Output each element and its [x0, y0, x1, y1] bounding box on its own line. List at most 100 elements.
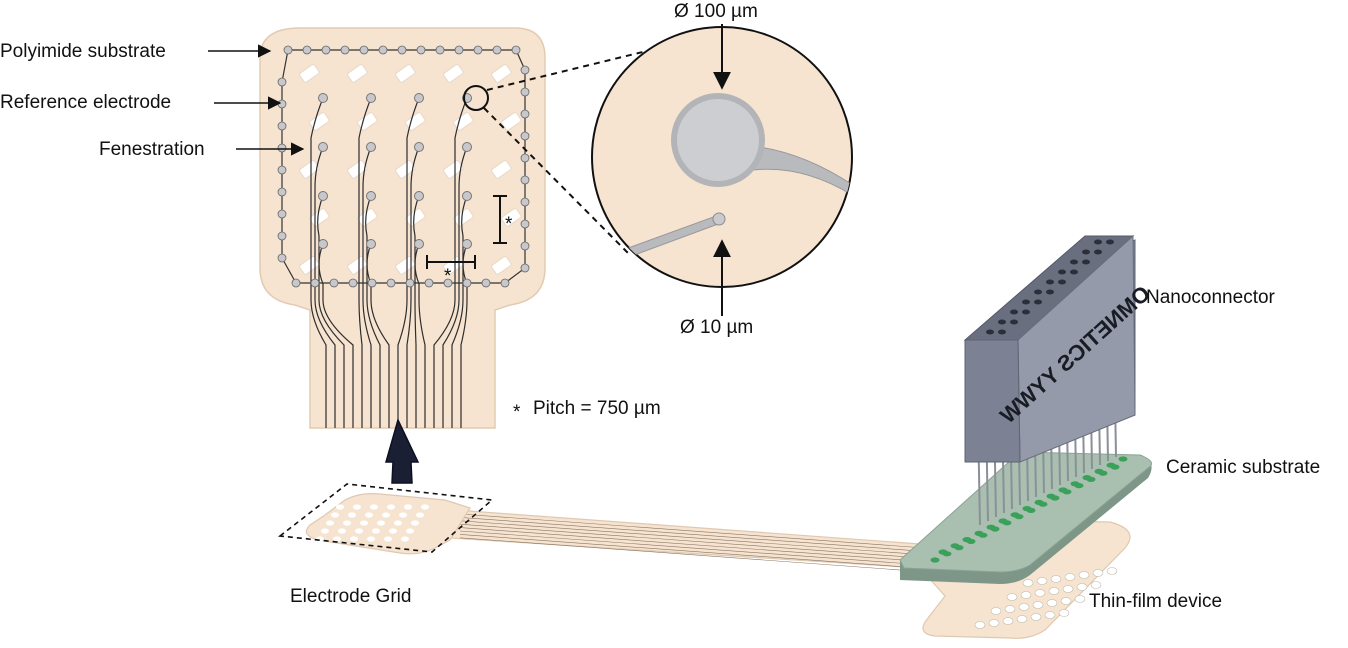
connector-pad-hole: [1064, 573, 1076, 581]
grid-hole: [370, 504, 378, 510]
reference-electrode-site: [277, 187, 287, 197]
grid-hole: [372, 528, 380, 534]
connector-pad-hole: [990, 607, 1002, 615]
connector-pad-hole: [1078, 571, 1090, 579]
large-electrode-trace: [739, 144, 852, 201]
grid-hole: [360, 520, 368, 526]
electrode-zoom-view: [591, 26, 853, 288]
up-arrow: [385, 417, 420, 484]
electrode-trace: [433, 97, 468, 428]
ceramic-pad: [1034, 499, 1044, 505]
reference-electrode-site: [492, 45, 502, 55]
reference-electrode-site: [416, 45, 426, 55]
connector-socket: [1082, 259, 1090, 265]
recording-electrodes: [318, 93, 472, 249]
fenestration-slot: [491, 160, 512, 179]
pitch-star-vertical: *: [505, 214, 513, 235]
reference-electrode-site: [277, 77, 287, 87]
grid-hole: [416, 512, 424, 518]
highlighted-electrode-circle: [463, 85, 489, 111]
ribbon-trace: [459, 520, 926, 556]
connector-pad-hole: [974, 621, 986, 629]
connector-socket: [998, 319, 1006, 325]
label-diameter-100: Ø 100 µm: [674, 1, 758, 22]
connector-socket: [1010, 309, 1018, 315]
pitch-marker-horizontal: [426, 255, 476, 269]
reference-electrode-site: [511, 45, 521, 55]
reference-electrode-site: [277, 165, 287, 175]
connector-socket: [1046, 279, 1054, 285]
ceramic-pad: [1070, 481, 1080, 487]
reference-electrode-site: [277, 231, 287, 241]
ceramic-pad: [1058, 487, 1068, 493]
fenestration-slot: [491, 64, 512, 83]
ribbon-trace: [459, 530, 926, 566]
connector-pad-hole: [1060, 597, 1072, 605]
grid-hole: [382, 512, 390, 518]
connector-pad-hole: [1076, 583, 1088, 591]
reference-electrode-site: [424, 278, 434, 288]
electrode-trace: [451, 195, 468, 428]
electrode-trace: [314, 146, 336, 428]
reference-electrode-site: [359, 45, 369, 55]
label-diameter-10: Ø 10 µm: [680, 317, 753, 338]
grid-hole: [399, 512, 407, 518]
fenestration-slot: [395, 256, 416, 275]
reference-electrode-site: [500, 278, 510, 288]
electrode-trace: [365, 195, 381, 428]
grid-hole: [411, 520, 419, 526]
reference-electrode-site: [405, 278, 415, 288]
fenestration-slot: [443, 64, 464, 83]
grid-hole: [384, 536, 392, 542]
connector-socket: [1034, 299, 1042, 305]
reference-electrode-site: [520, 153, 530, 163]
connector-pad-hole: [1062, 585, 1074, 593]
label-polyimide-substrate: Polyimide substrate: [0, 41, 166, 62]
pitch-note: Pitch = 750 µm: [533, 398, 661, 419]
connector-pad-hole: [1020, 591, 1032, 599]
electrode-grid-closeup: * *: [259, 27, 546, 429]
grid-hole: [367, 536, 375, 542]
connector-pad-hole: [1018, 603, 1030, 611]
recording-electrode: [462, 239, 472, 249]
fenestration-slot: [347, 64, 368, 83]
connector-pad-hole: [1048, 587, 1060, 595]
connector-socket: [1070, 259, 1078, 265]
ceramic-pad: [1046, 493, 1056, 499]
reference-electrode-site: [291, 278, 301, 288]
reference-electrode-site: [386, 278, 396, 288]
electrode-trace: [366, 243, 390, 428]
reference-electrode-site: [340, 45, 350, 55]
fenestration-slot: [299, 64, 320, 83]
zoom-line-bottom: [483, 107, 631, 256]
reference-electrode-site: [367, 278, 377, 288]
connector-socket: [1010, 319, 1018, 325]
reference-electrode-site: [277, 99, 287, 109]
fenestration-slot: [443, 160, 464, 179]
fenestrations: [299, 64, 522, 275]
recording-electrode: [366, 142, 376, 152]
fenestration-slot: [501, 208, 522, 227]
ceramic-pad: [950, 543, 960, 549]
grid-hole: [394, 520, 402, 526]
ceramic-top-face: [899, 451, 1153, 573]
ceramic-pad: [1022, 506, 1032, 512]
grid-hole: [401, 536, 409, 542]
fenestration-slot: [347, 160, 368, 179]
recording-electrode: [366, 93, 376, 103]
small-electrode-site: [712, 212, 726, 226]
ribbon-trace: [459, 537, 926, 573]
ceramic-pad: [1094, 468, 1104, 474]
ceramic-pad: [1082, 475, 1092, 481]
fenestration-slot: [501, 112, 522, 131]
reference-electrode-site: [520, 175, 530, 185]
reference-electrode-site: [520, 219, 530, 229]
connector-pad-hole: [1050, 575, 1062, 583]
reference-electrode-site: [397, 45, 407, 55]
grid-hole: [377, 520, 385, 526]
reference-electrode-site: [473, 45, 483, 55]
recording-electrode: [366, 191, 376, 201]
ceramic-pad: [938, 549, 948, 555]
recording-electrode: [414, 239, 424, 249]
reference-electrode-site: [520, 197, 530, 207]
